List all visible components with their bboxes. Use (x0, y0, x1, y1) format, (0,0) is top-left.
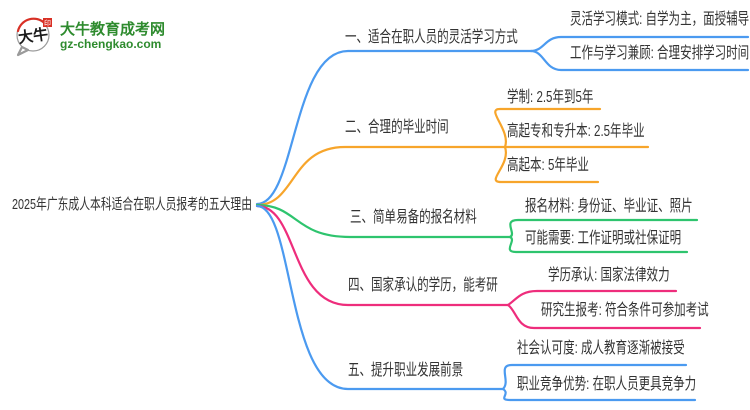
branch-4-label[interactable]: 四、国家承认的学历，能考研 (348, 277, 498, 294)
leaf-1-2-label[interactable]: 工作与学习兼顾: 合理安排学习时间 (570, 45, 750, 62)
leaf-4-2-label[interactable]: 研究生报考: 符合条件可参加考试 (541, 302, 709, 319)
leaf-3-1-line (508, 218, 699, 239)
leaf-2-3-line (494, 145, 600, 184)
svg-text:大牛: 大牛 (17, 25, 49, 47)
leaf-2-2-label[interactable]: 高起专和专升本: 2.5年毕业 (507, 123, 645, 140)
central-topic[interactable]: 2025年广东成人本科适合在职人员报考的五大理由 (12, 196, 253, 213)
leaf-4-1-line (506, 289, 678, 307)
leaf-5-2-label[interactable]: 职业竞争优势: 在职人员更具竞争力 (517, 376, 697, 393)
svg-text:印: 印 (44, 20, 51, 28)
leaf-3-1-label[interactable]: 报名材料: 身份证、毕业证、照片 (525, 198, 693, 215)
branch-5-line (255, 204, 505, 391)
leaf-5-2-line (501, 387, 697, 402)
logo-domain[interactable]: gz-chengkao.com (60, 37, 162, 51)
leaf-2-3-label[interactable]: 高起本: 5年毕业 (507, 157, 589, 174)
daniu-seal-icon: 印 大牛 (16, 17, 52, 57)
branch-2-label[interactable]: 二、合理的毕业时间 (345, 119, 449, 136)
leaf-1-2-line (529, 49, 750, 72)
branch-5-label[interactable]: 五、提升职业发展前景 (348, 362, 464, 379)
logo-title[interactable]: 大牛教育成考网 (60, 21, 166, 38)
leaf-1-1-label[interactable]: 灵活学习模式: 自学为主，面授辅导 (570, 11, 750, 28)
leaf-4-2-line (506, 303, 702, 330)
branch-2-line (255, 145, 507, 207)
leaf-3-2-label[interactable]: 可能需要: 工作证明或社保证明 (525, 230, 682, 247)
leaf-5-1-label[interactable]: 社会认可度: 成人教育逐渐被接受 (517, 340, 685, 357)
branch-3-label[interactable]: 三、简单易备的报名材料 (350, 209, 477, 226)
site-logo[interactable]: 印 大牛 大牛教育成考网 gz-chengkao.com (12, 14, 165, 58)
branch-1-line (255, 49, 533, 206)
leaf-2-1-label[interactable]: 学制: 2.5年到5年 (507, 89, 594, 106)
branch-4-line (255, 204, 510, 307)
leaf-5-1-line (501, 363, 688, 391)
leaf-3-2-line (508, 235, 689, 254)
branch-1-label[interactable]: 一、适合在职人员的灵活学习方式 (345, 29, 518, 46)
leaf-4-1-label[interactable]: 学历承认: 国家法律效力 (548, 267, 670, 284)
branch-3-line (255, 203, 512, 239)
leaf-2-1-line (494, 107, 602, 149)
